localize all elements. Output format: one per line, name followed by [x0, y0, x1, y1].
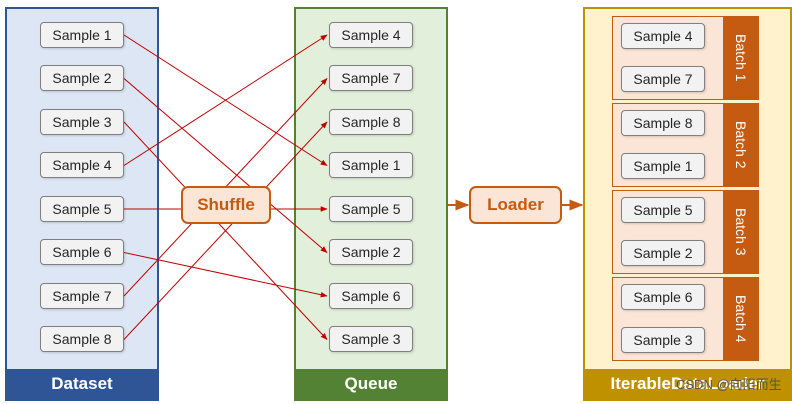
queue-sample: Sample 4 — [329, 22, 413, 48]
loader-box: Loader — [469, 186, 562, 224]
dataset-sample: Sample 3 — [40, 109, 124, 135]
shuffle-connection-line — [123, 34, 328, 166]
shuffle-box: Shuffle — [181, 186, 271, 224]
dataset-title: Dataset — [7, 369, 157, 399]
batch-label: Batch 1 — [723, 16, 759, 100]
batch-label: Batch 3 — [723, 190, 759, 274]
shuffle-connection-line — [123, 121, 328, 340]
batch-label-text: Batch 2 — [733, 121, 749, 169]
dataset-sample: Sample 5 — [40, 196, 124, 222]
dataset-sample: Sample 2 — [40, 65, 124, 91]
shuffle-connection-line — [123, 78, 328, 253]
batch-label-text: Batch 4 — [733, 295, 749, 343]
batch-sample: Sample 1 — [621, 153, 705, 179]
queue-sample: Sample 3 — [329, 326, 413, 352]
batch-sample: Sample 7 — [621, 66, 705, 92]
batch-sample: Sample 4 — [621, 23, 705, 49]
queue-sample: Sample 2 — [329, 239, 413, 265]
batch-sample: Sample 6 — [621, 284, 705, 310]
batch-label: Batch 4 — [723, 277, 759, 361]
batch-sample: Sample 5 — [621, 197, 705, 223]
queue-sample: Sample 7 — [329, 65, 413, 91]
batch-label-text: Batch 3 — [733, 208, 749, 256]
shuffle-connection-line — [123, 252, 328, 298]
batch-sample: Sample 2 — [621, 240, 705, 266]
batch-sample: Sample 3 — [621, 327, 705, 353]
queue-sample: Sample 8 — [329, 109, 413, 135]
batch-sample: Sample 8 — [621, 110, 705, 136]
queue-sample: Sample 5 — [329, 196, 413, 222]
batch-label: Batch 2 — [723, 103, 759, 187]
iterable-loader-title: IterableDataLoader — [585, 369, 790, 399]
dataset-sample: Sample 1 — [40, 22, 124, 48]
dataset-sample: Sample 6 — [40, 239, 124, 265]
watermark: CSDN @向阳而生 — [676, 377, 782, 392]
queue-title: Queue — [296, 369, 446, 399]
batch-label-text: Batch 1 — [733, 34, 749, 82]
dataset-sample: Sample 4 — [40, 152, 124, 178]
dataset-sample: Sample 8 — [40, 326, 124, 352]
queue-sample: Sample 6 — [329, 283, 413, 309]
queue-sample: Sample 1 — [329, 152, 413, 178]
dataset-sample: Sample 7 — [40, 283, 124, 309]
